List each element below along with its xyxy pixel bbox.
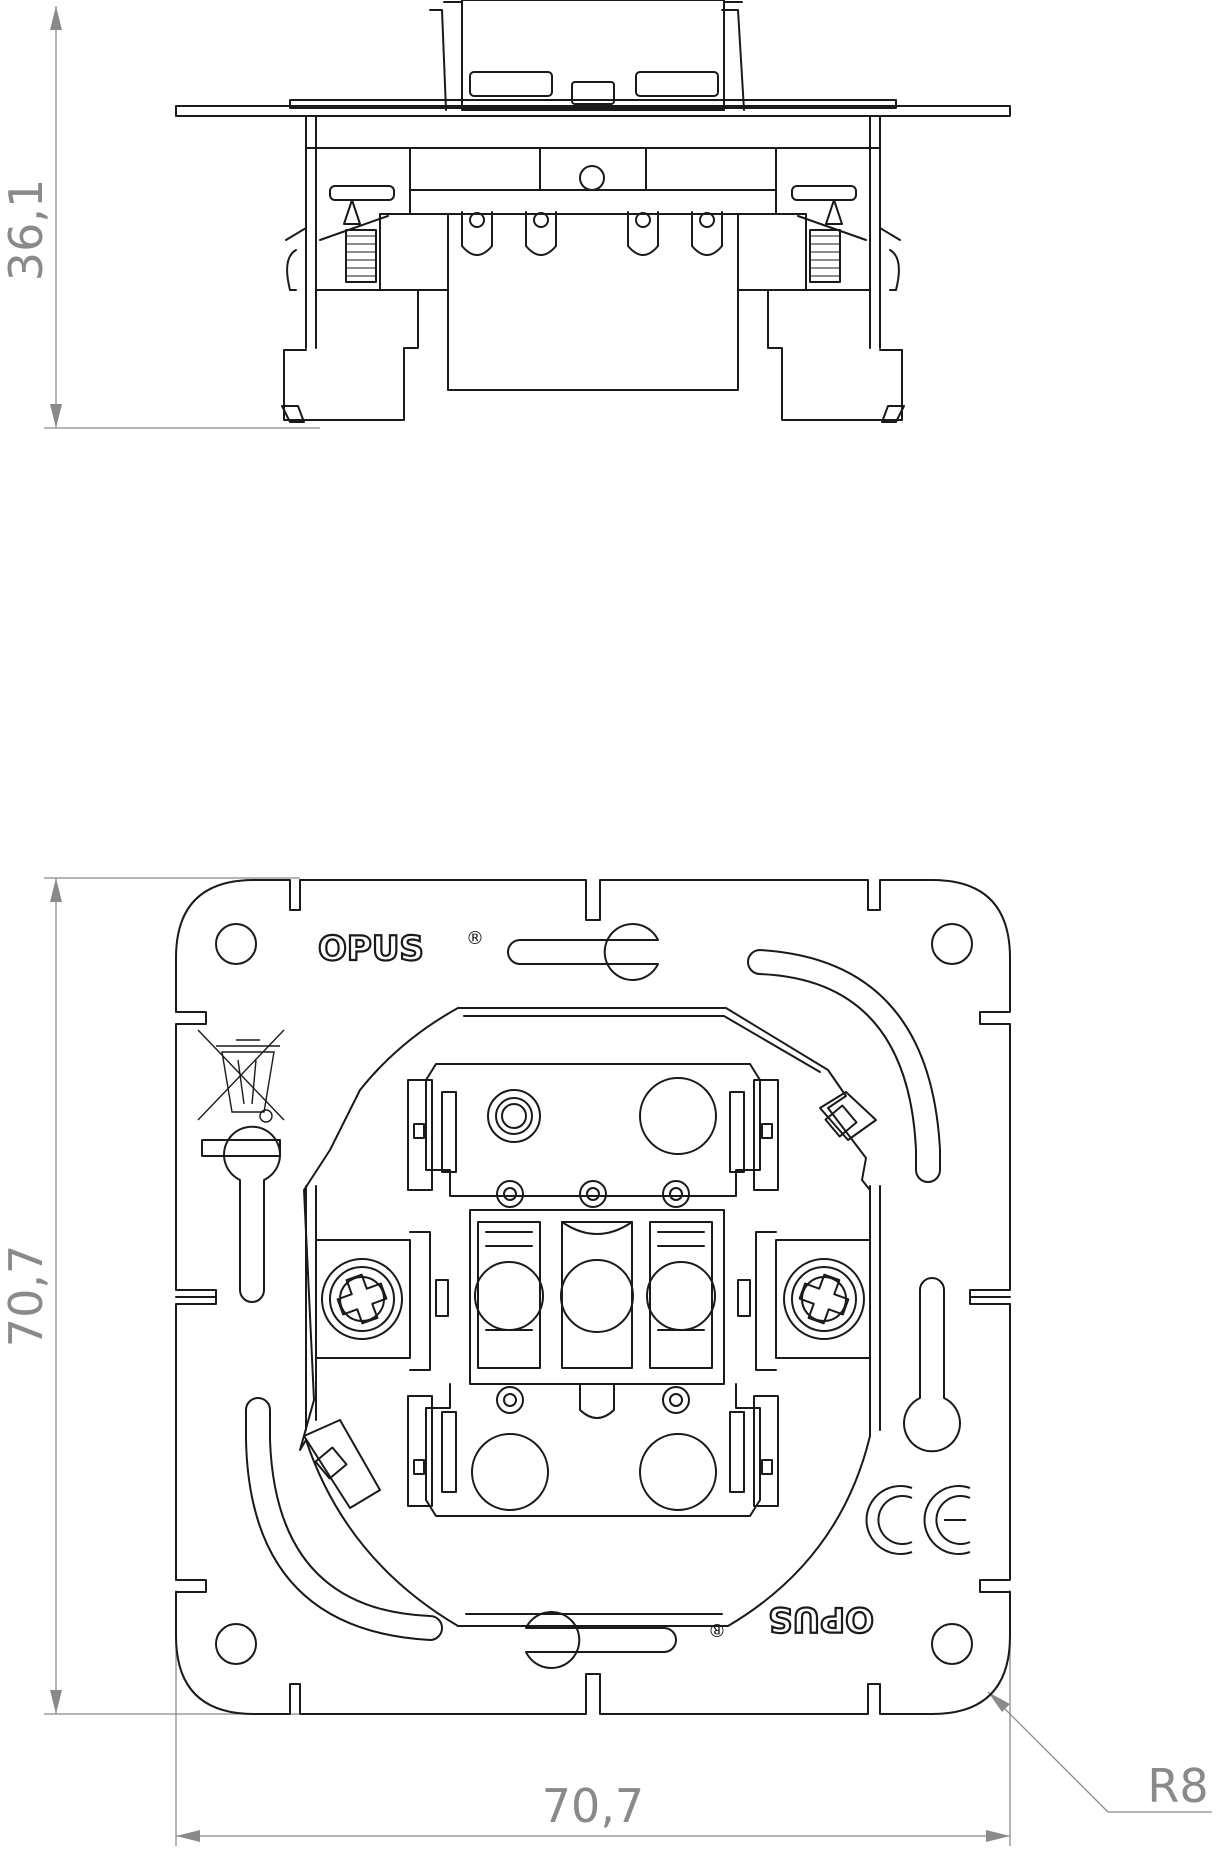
dimension-height-front: 70,7 (0, 877, 300, 1715)
screw-terminal-left (315, 1231, 449, 1371)
side-view: 36,1 (0, 0, 1011, 429)
ce-mark-icon (865, 1485, 971, 1555)
screw-terminal-right (737, 1231, 871, 1371)
screw-icon (336, 1273, 388, 1325)
dimension-label-height: 70,7 (0, 1245, 53, 1347)
claw-right (791, 185, 901, 291)
weee-crossed-bin-icon (197, 1029, 285, 1157)
registered-mark-icon: ® (708, 1619, 726, 1640)
dimension-label-width: 70,7 (542, 1779, 644, 1833)
claw-left (285, 185, 395, 291)
svg-text:OPUS: OPUS (318, 929, 424, 969)
svg-text:OPUS: OPUS (768, 1599, 874, 1639)
pin-circles (496, 1180, 690, 1414)
dimension-label-r8: R8 (1147, 1759, 1208, 1813)
dimension-height-side: 36,1 (0, 6, 320, 429)
dimension-width-front: 70,7 (175, 1590, 1011, 1846)
dimension-radius: R8 (987, 1691, 1212, 1813)
front-view: 70,7 70,7 R8 (0, 877, 1212, 1846)
brand-logo-top: OPUS ® (317, 928, 484, 970)
mounting-plate (175, 879, 1011, 1715)
registered-mark-icon: ® (466, 928, 484, 949)
terminal-lugs (461, 211, 723, 256)
brand-logo-bottom: OPUS ® (708, 1598, 875, 1640)
dimension-label-36-1: 36,1 (0, 179, 53, 281)
screw-icon (798, 1273, 850, 1325)
